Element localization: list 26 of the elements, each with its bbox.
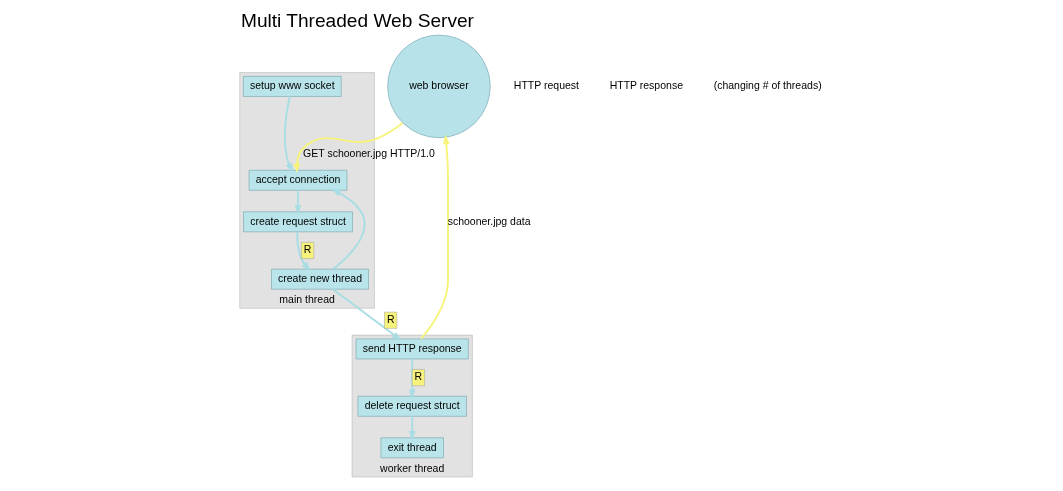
node-box: exit thread	[380, 437, 444, 459]
label: (changing # of threads)	[713, 79, 822, 92]
node-box: send HTTP response	[355, 338, 469, 360]
arrow	[283, 95, 293, 173]
node-box: setup www socket	[242, 76, 341, 97]
edge-label: schooner.jpg data	[447, 214, 531, 227]
arrow	[294, 189, 301, 215]
diagram-title: Multi Threaded Web Server	[240, 10, 474, 32]
node-circle: web browser	[386, 34, 491, 138]
arrow	[419, 134, 450, 340]
node-box: delete request struct	[357, 396, 467, 417]
node-box: create new thread	[270, 268, 369, 290]
node-box: create request struct	[242, 211, 353, 233]
edge-label: GET schooner.jpg HTTP/1.0	[302, 146, 435, 159]
edge-label: R	[303, 243, 311, 256]
arrow	[295, 231, 311, 272]
arrow	[330, 189, 365, 270]
edge-label: R	[386, 312, 394, 325]
node-box: accept connection	[248, 170, 347, 191]
arrow	[408, 358, 416, 400]
edge-label: R	[414, 370, 422, 383]
label: HTTP request	[513, 79, 579, 92]
arrow	[331, 288, 402, 341]
arrow	[408, 415, 416, 441]
arrow	[293, 122, 404, 174]
label: HTTP response	[609, 79, 683, 92]
